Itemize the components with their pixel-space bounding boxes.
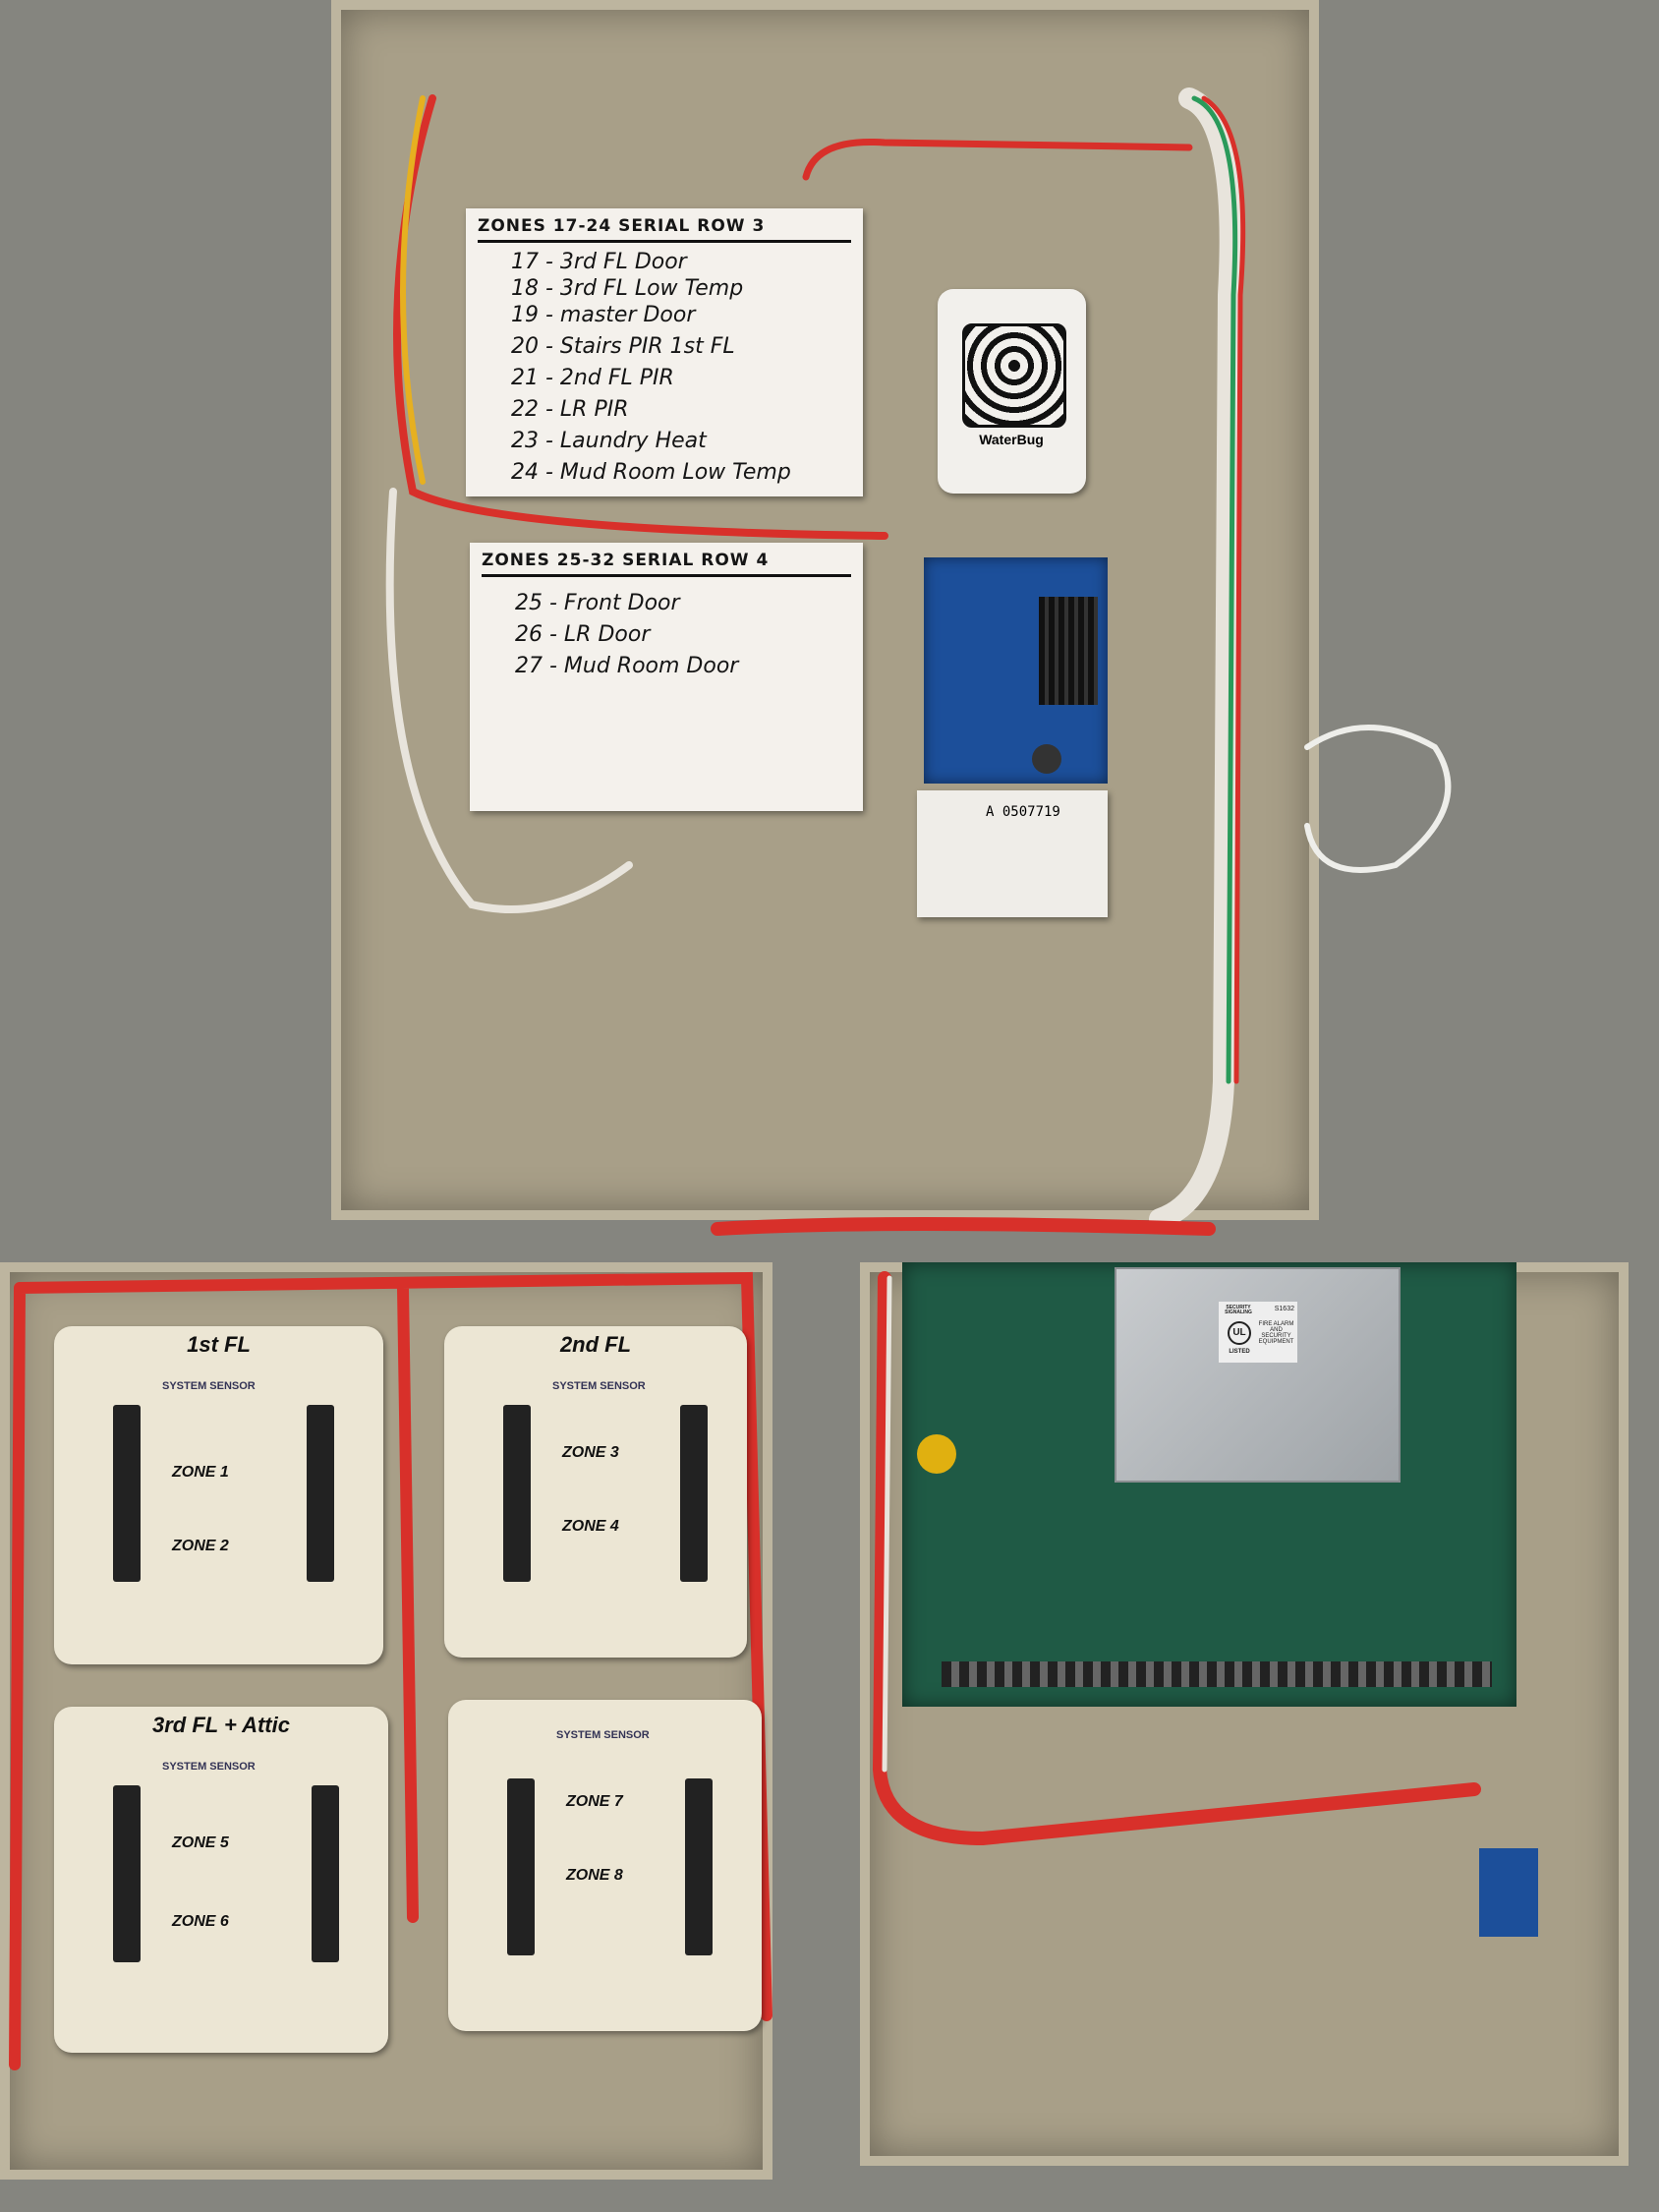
relay-block	[1479, 1848, 1538, 1937]
water-drops-logo	[962, 323, 1066, 428]
zones-17-24-label: ZONES 17-24 SERIAL ROW 3 17 - 3rd FL Doo…	[466, 208, 863, 496]
relay-module-3: 3rd FL + Attic SYSTEM SENSOR ZONE 5 ZONE…	[54, 1707, 388, 2053]
water-sensor: WaterBug	[938, 289, 1086, 494]
terminal-block	[113, 1405, 141, 1582]
zone-line: 26 - LR Door	[515, 622, 651, 647]
power-supply-board	[924, 557, 1108, 784]
relay-module-1: 1st FL SYSTEM SENSOR ZONE 1 ZONE 2	[54, 1326, 383, 1664]
zone-line: 20 - Stairs PIR 1st FL	[511, 334, 735, 359]
zone-label: ZONE 7	[566, 1793, 623, 1810]
zone-line: 23 - Laundry Heat	[511, 429, 707, 453]
zone-line: 24 - Mud Room Low Temp	[511, 460, 791, 485]
terminal-block	[307, 1405, 334, 1582]
ul-top: SECURITY SIGNALING	[1225, 1305, 1252, 1315]
zone-label: ZONE 5	[172, 1834, 229, 1851]
terminal-block	[503, 1405, 531, 1582]
zone-line: 19 - master Door	[511, 303, 696, 327]
water-sensor-brand: WaterBug	[979, 432, 1044, 447]
ul-code: S1632	[1274, 1306, 1294, 1312]
ul-listed: LISTED	[1229, 1349, 1250, 1355]
relay-module-2: 2nd FL SYSTEM SENSOR ZONE 3 ZONE 4	[444, 1326, 747, 1658]
module-brand: SYSTEM SENSOR	[162, 1761, 256, 1773]
zone-line: 18 - 3rd FL Low Temp	[511, 276, 744, 301]
module-title: 1st FL	[187, 1332, 251, 1357]
zones-25-32-label: ZONES 25-32 SERIAL ROW 4 25 - Front Door…	[470, 543, 863, 811]
module-title: 2nd FL	[559, 1332, 632, 1357]
relay-module-4: SYSTEM SENSOR ZONE 7 ZONE 8	[448, 1700, 762, 2031]
zone-line: 17 - 3rd FL Door	[511, 250, 687, 274]
ul-text: FIRE ALARM AND SECURITY EQUIPMENT	[1258, 1321, 1294, 1345]
terminal-block	[507, 1778, 535, 1955]
serial-box: A 0507719	[917, 790, 1108, 917]
label-header: ZONES 17-24 SERIAL ROW 3	[478, 216, 851, 243]
zone-label: ZONE 1	[172, 1464, 229, 1481]
ul-mark: UL	[1228, 1321, 1251, 1345]
terminal-block	[685, 1778, 713, 1955]
serial-number: A 0507719	[986, 804, 1060, 820]
zone-label: ZONE 4	[562, 1518, 619, 1535]
heatsink	[1039, 597, 1098, 705]
module-brand: SYSTEM SENSOR	[162, 1380, 256, 1392]
zone-label: ZONE 6	[172, 1913, 229, 1930]
zone-label: ZONE 2	[172, 1538, 229, 1554]
terminal-block	[113, 1785, 141, 1962]
alarm-control-board: SECURITY SIGNALING S1632 UL LISTED FIRE …	[902, 1262, 1516, 1707]
zone-line: 21 - 2nd FL PIR	[511, 366, 674, 390]
terminal-block	[680, 1405, 708, 1582]
module-title: 3rd FL + Attic	[152, 1713, 290, 1737]
module-brand: SYSTEM SENSOR	[552, 1380, 646, 1392]
label-header: ZONES 25-32 SERIAL ROW 4	[482, 551, 851, 577]
capacitor	[1032, 744, 1061, 774]
metal-shield	[1115, 1267, 1401, 1483]
zone-label: ZONE 8	[566, 1867, 623, 1884]
zone-line: 22 - LR PIR	[511, 397, 629, 422]
zone-line: 27 - Mud Room Door	[515, 654, 739, 678]
ul-listing-label: SECURITY SIGNALING S1632 UL LISTED FIRE …	[1219, 1302, 1297, 1363]
battery-coin	[917, 1434, 956, 1474]
zone-label: ZONE 3	[562, 1444, 619, 1461]
module-brand: SYSTEM SENSOR	[556, 1729, 650, 1741]
zone-line: 25 - Front Door	[515, 591, 680, 615]
terminal-block	[312, 1785, 339, 1962]
terminal-strip	[942, 1661, 1492, 1687]
